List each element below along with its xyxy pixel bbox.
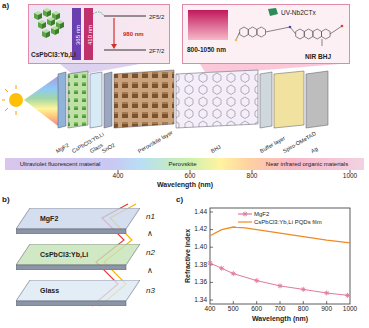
node-text: 980 nm	[123, 31, 144, 37]
figure-label: BHJ	[210, 144, 222, 154]
node-text: 800-1050 nm	[187, 47, 226, 54]
legend-sample	[238, 219, 252, 225]
node-text: NIR BHJ	[305, 54, 331, 61]
figure-label: 900	[321, 306, 332, 313]
node-text: 365 nm	[75, 25, 81, 45]
legend: MgF2CsPbCl3:Yb,Li PQDs film	[236, 209, 324, 227]
figure-label: 400	[113, 173, 124, 180]
figure-label: n1	[146, 213, 155, 221]
legend-sample	[238, 211, 252, 217]
figure-label: n2	[146, 249, 155, 257]
node-text: CsPbCl3:Yb,Li	[40, 251, 88, 258]
figure-label: 1.36	[194, 279, 207, 286]
figure-label: 700	[275, 306, 286, 313]
figure-label: Ag	[310, 146, 319, 154]
node-text: Near infrared organic materials	[266, 161, 348, 167]
layer-slab: Glass	[16, 280, 140, 306]
figure-label: SnO2	[101, 142, 116, 154]
node-text: 410 nm	[87, 25, 93, 45]
emission-panel: CsPbCl3:Yb,Li 365 nm 410 nm 2F5/2 2F7/2 980 n…	[28, 4, 170, 64]
spectrum-band: Near infrared organic materials	[250, 158, 364, 170]
legend-text: MgF2	[254, 211, 269, 217]
figure-label: n3	[146, 287, 155, 295]
figure-label: 1.44	[194, 209, 207, 216]
node-text: UV-Nb2CTx	[281, 10, 316, 17]
figure-label: ∧	[147, 230, 153, 238]
legend-row: MgF2	[238, 210, 322, 218]
node-text: 2F7/2	[149, 48, 164, 54]
layer-slab: MgF2	[16, 208, 140, 234]
figure-label: 1.34	[194, 297, 207, 304]
figure-label: 600	[251, 306, 262, 313]
figure-label: 1.40	[194, 244, 207, 251]
figure-label: 1000	[343, 173, 357, 180]
figure-label: 600	[185, 173, 196, 180]
layer-slab: CsPbCl3:Yb,Li	[16, 244, 140, 270]
figure-label: 500	[228, 306, 239, 313]
node-text: Glass	[40, 287, 59, 294]
figure-label: 800	[298, 306, 309, 313]
figure-label: Refractive index	[184, 229, 191, 283]
figure-label: a)	[2, 2, 9, 10]
figure-label: 400	[205, 306, 216, 313]
figure-label: MgF2	[55, 142, 70, 154]
slab-outline	[16, 280, 140, 306]
node-text: 2F5/2	[149, 14, 164, 20]
legend-row: CsPbCl3:Yb,Li PQDs film	[238, 218, 322, 226]
slab-outline	[16, 208, 140, 234]
figure-label: 1.42	[194, 226, 207, 233]
spectrum-band: Perovskite	[115, 158, 250, 170]
absorption-panel: 800-1050 nm UV-Nb2CTxNIR BHJ	[182, 4, 350, 64]
node-text: MgF2	[40, 215, 58, 222]
figure-label: 1.38	[194, 262, 207, 269]
figure-label: Wavelength (nm)	[157, 181, 213, 188]
legend-text: CsPbCl3:Yb,Li PQDs film	[254, 219, 322, 225]
figure-label: 800	[247, 173, 258, 180]
node-text: Perovskite	[168, 161, 196, 167]
figure-label: c)	[176, 196, 183, 204]
spectrum-band: Ultraviolet fluorescent material	[5, 158, 115, 170]
node-text: CsPbCl3:Yb,Li	[31, 52, 76, 59]
node-text: Ultraviolet fluorescent material	[20, 161, 101, 167]
figure-label: ∧	[147, 267, 153, 275]
figure-label: b)	[2, 196, 10, 204]
figure-label: 1000	[343, 306, 357, 313]
figure-label: Perovskite layer	[137, 130, 174, 154]
figure-label: Wavelength (nm)	[252, 315, 308, 322]
